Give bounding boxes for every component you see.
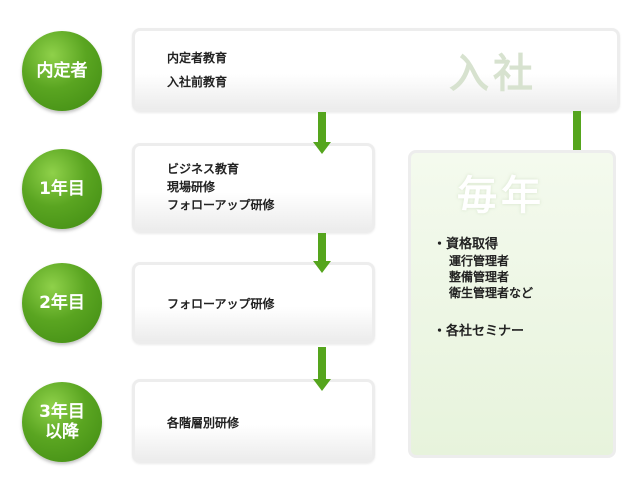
arrow-down-icon: [313, 233, 331, 273]
annual-subitem: 運行管理者: [449, 254, 510, 268]
annual-item-seminar: ・各社セミナー: [433, 324, 525, 339]
stage-circle-year3-plus: 3年目 以降: [22, 382, 102, 462]
box-line: 内定者教育: [167, 51, 228, 65]
box-line: フォローアップ研修: [167, 198, 275, 212]
stage-label: 以降: [45, 422, 79, 442]
box-naiteisha: 内定者教育 入社前教育 入社: [132, 28, 620, 112]
stage-label: 内定者: [36, 61, 88, 81]
annual-subitems: 運行管理者 整備管理者 衛生管理者など: [449, 253, 533, 301]
box-year3-plus: 各階層別研修: [132, 379, 375, 463]
stage-label: 2年目: [39, 293, 85, 313]
box-lines: ビジネス教育 現場研修 フォローアップ研修: [167, 160, 275, 214]
box-line: ビジネス教育: [167, 162, 240, 176]
stage-label: 1年目: [39, 179, 85, 199]
box-lines: フォローアップ研修: [167, 296, 275, 312]
annual-item-shikaku: ・資格取得: [433, 237, 499, 252]
watermark-nyusha: 入社: [449, 51, 537, 97]
annual-subitem: 衛生管理者など: [449, 286, 534, 300]
arrow-down-icon: [313, 112, 331, 154]
box-line: フォローアップ研修: [167, 297, 275, 311]
box-lines: 各階層別研修: [167, 415, 239, 431]
stage-circle-year2: 2年目: [22, 263, 102, 343]
stage-label: 3年目: [39, 402, 85, 422]
box-line: 入社前教育: [167, 75, 228, 89]
annual-title: 毎年: [457, 173, 545, 219]
box-year1: ビジネス教育 現場研修 フォローアップ研修: [132, 143, 375, 233]
box-line: 各階層別研修: [167, 416, 240, 430]
annual-subitem: 整備管理者: [449, 270, 510, 284]
box-line: 現場研修: [167, 180, 216, 194]
annual-panel: 毎年 ・資格取得 運行管理者 整備管理者 衛生管理者など ・各社セミナー: [408, 150, 616, 458]
stage-circle-year1: 1年目: [22, 149, 102, 229]
box-year2: フォローアップ研修: [132, 262, 375, 344]
box-lines: 内定者教育 入社前教育: [167, 50, 227, 90]
arrow-down-icon: [313, 347, 331, 391]
stage-circle-naiteisha: 内定者: [22, 31, 102, 111]
